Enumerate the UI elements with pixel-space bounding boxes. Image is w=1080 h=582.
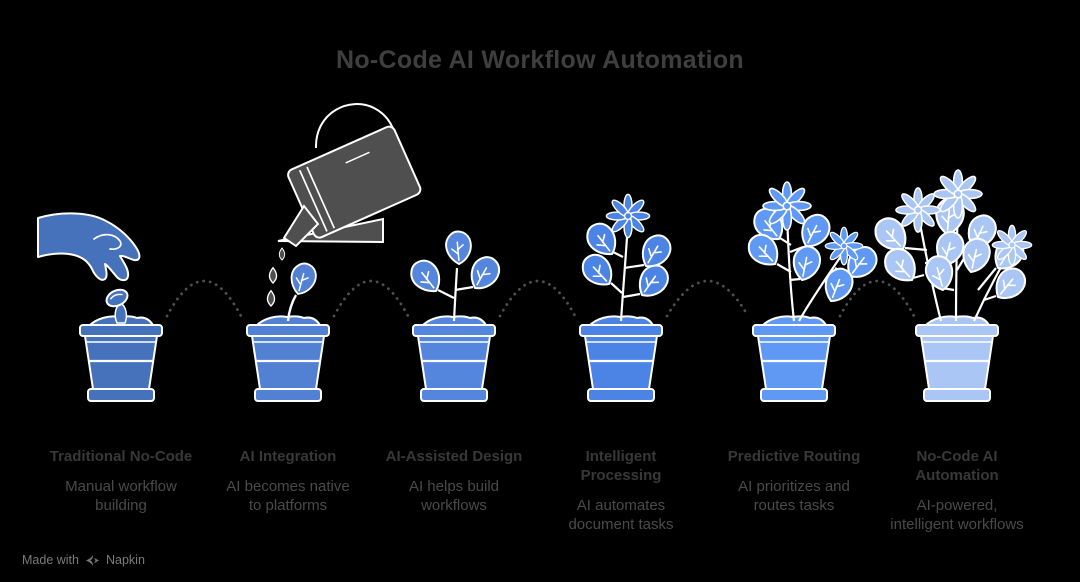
water-drop-icon <box>266 290 276 307</box>
watermark-prefix: Made with <box>22 553 79 567</box>
progress-arc-1 <box>165 279 243 318</box>
stage-3-seedling <box>404 230 506 403</box>
stage-4-budding-flower <box>576 193 677 403</box>
can-body <box>287 125 422 239</box>
stage-description: AI prioritizes and routes tasks <box>738 478 850 514</box>
progress-arcs <box>165 279 916 318</box>
pot-icon <box>914 315 1000 403</box>
can-spout <box>282 204 320 248</box>
stage-caption-3: AI-Assisted Design AI helps build workfl… <box>369 447 539 515</box>
stage-title: Traditional No-Code <box>49 448 193 465</box>
stage-description: AI becomes native to platforms <box>226 478 350 514</box>
sprout-stem <box>286 294 298 322</box>
flower-icon <box>762 181 812 231</box>
page-title: No-Code AI Workflow Automation <box>335 46 745 74</box>
thumb-line <box>93 233 122 250</box>
stage-description: AI-powered, intelligent workflows <box>890 497 1024 533</box>
stage-caption-5: Predictive Routing AI prioritizes and ro… <box>709 447 879 515</box>
stage-title: Predictive Routing <box>727 448 861 465</box>
stage-caption-1: Traditional No-Code Manual workflow buil… <box>36 447 206 515</box>
pot-icon <box>78 315 164 403</box>
flower-icon <box>605 193 651 239</box>
watermark: Made with Napkin <box>22 553 145 567</box>
watermark-brand: Napkin <box>105 553 145 567</box>
stage-2-sprout <box>245 259 331 403</box>
water-drop-icon <box>268 267 278 284</box>
leaf-icon <box>444 230 473 266</box>
stage-caption-4: Intelligent Processing AI automates docu… <box>536 447 706 534</box>
progress-arc-2 <box>332 279 410 318</box>
stage-5-flowering-plant <box>742 181 884 403</box>
water-drop-icon <box>278 247 286 261</box>
pot-icon <box>578 315 664 403</box>
stage-description: Manual workflow building <box>65 478 177 514</box>
stage-1-hand-planting-seed <box>37 212 164 403</box>
stage-caption-6: No-Code AI Automation AI-powered, intell… <box>872 447 1042 534</box>
seed-icon <box>105 288 129 308</box>
progress-arc-3 <box>498 279 577 318</box>
stage-description: AI automates document tasks <box>568 497 674 533</box>
stage-6-full-bloom <box>868 169 1033 403</box>
watering-can-icon <box>266 103 422 307</box>
stage-caption-2: AI Integration AI becomes native to plat… <box>203 447 373 515</box>
pot-icon <box>411 315 497 403</box>
stage-title: AI-Assisted Design <box>385 448 523 465</box>
seedling-stem <box>437 267 474 322</box>
progress-arc-4 <box>665 279 750 318</box>
pot-icon <box>245 315 331 403</box>
pot-icon <box>751 315 837 403</box>
leaf-icon <box>285 259 321 299</box>
progress-arc-5 <box>838 279 916 318</box>
napkin-logo-icon <box>85 554 99 566</box>
flower-icon <box>991 224 1033 266</box>
stage-title: No-Code AI Automation <box>915 448 999 484</box>
hand-icon <box>37 212 141 282</box>
stage-title: Intelligent Processing <box>580 448 662 484</box>
flower-icon <box>824 226 864 266</box>
plant-stem <box>610 221 645 322</box>
stage-description: AI helps build workflows <box>408 478 500 514</box>
flower-icon <box>933 169 983 219</box>
stage-title: AI Integration <box>239 448 337 465</box>
